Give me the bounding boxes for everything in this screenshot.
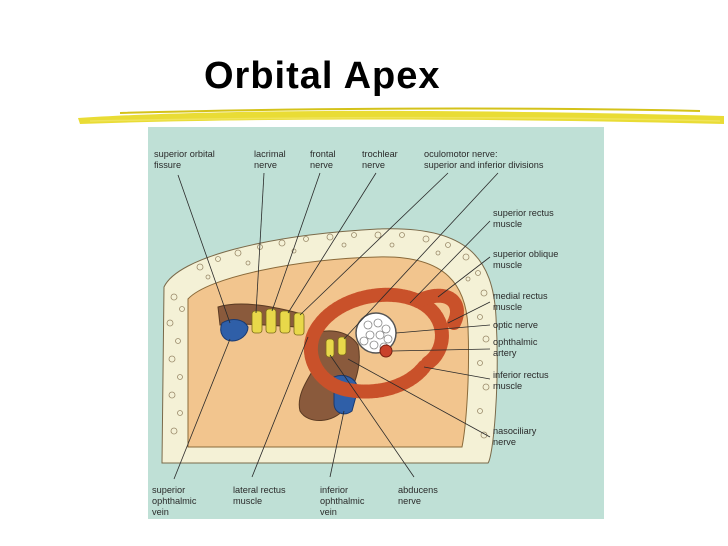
- label-trochlear-nerve: trochlear nerve: [362, 149, 400, 170]
- bone-texture: [166, 231, 490, 439]
- label-inferior-ophthalmic-vein: inferior ophthalmic vein: [320, 485, 367, 517]
- label-oculomotor-nerve: oculomotor nerve: superior and inferior …: [424, 149, 544, 170]
- slide-title: Orbital Apex: [204, 55, 441, 97]
- label-superior-oblique-muscle: superior oblique muscle: [493, 249, 561, 270]
- label-abducens-nerve: abducens nerve: [398, 485, 440, 506]
- label-nasociliary-nerve: nasociliary nerve: [493, 426, 539, 447]
- title-underline-brush: [78, 107, 724, 124]
- label-superior-orbital-fissure: superior orbital fissure: [154, 149, 217, 170]
- label-optic-nerve: optic nerve: [493, 320, 538, 330]
- label-inferior-rectus-muscle: inferior rectus muscle: [493, 370, 551, 391]
- label-lacrimal-nerve: lacrimal nerve: [254, 149, 288, 170]
- label-superior-ophthalmic-vein: superior ophthalmic vein: [152, 485, 199, 517]
- orbital-apex-diagram: superior orbital fissure lacrimal nerve …: [148, 127, 604, 519]
- label-medial-rectus-muscle: medial rectus muscle: [493, 291, 550, 312]
- label-frontal-nerve: frontal nerve: [310, 149, 338, 170]
- leader-lines: [173, 172, 499, 480]
- superior-ophthalmic-vein: [220, 319, 249, 342]
- label-lateral-rectus-muscle: lateral rectus muscle: [233, 485, 288, 506]
- nerve-bundle: [251, 308, 347, 358]
- label-superior-rectus-muscle: superior rectus muscle: [493, 208, 556, 229]
- ophthalmic-artery: [379, 344, 393, 358]
- label-ophthalmic-artery: ophthalmic artery: [493, 337, 540, 358]
- extraocular-muscles: [303, 287, 464, 399]
